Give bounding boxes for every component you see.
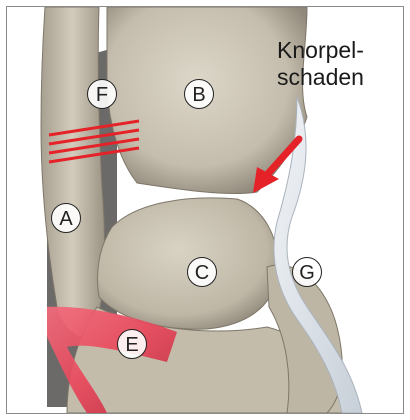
label-a: A [51, 203, 81, 233]
callout-line-2: schaden [277, 64, 364, 91]
label-g: G [292, 257, 322, 287]
label-f: F [87, 79, 117, 109]
callout-line-1: Knorpel- [277, 37, 364, 64]
label-e: E [117, 329, 147, 359]
cartilage-damage-callout: Knorpel- schaden [277, 37, 364, 91]
label-c: C [187, 257, 217, 287]
label-b: B [184, 79, 214, 109]
talus-bone [98, 198, 278, 329]
figure-frame: Knorpel- schaden F B A C G E [6, 6, 404, 414]
